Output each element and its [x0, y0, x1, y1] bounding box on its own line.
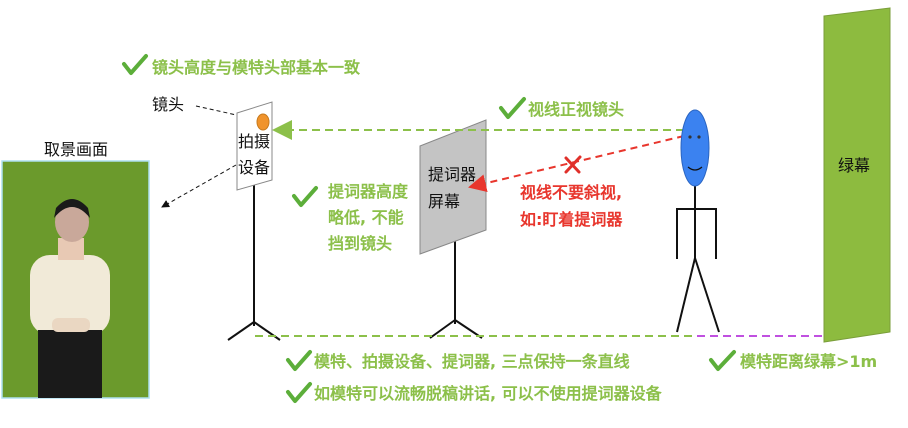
check-icon [286, 382, 312, 403]
cross-icon [564, 155, 582, 174]
note-prompter-height-3: 挡到镜头 [328, 234, 392, 253]
note-no-side-glance-2: 如:盯着提词器 [520, 210, 623, 229]
blurred-face [55, 202, 89, 242]
head-icon [680, 109, 710, 187]
check-icon [286, 350, 312, 371]
green-screen-label: 绿幕 [838, 156, 870, 175]
teleprompter: 提词器 屏幕 [419, 119, 487, 339]
check-icon [292, 186, 318, 207]
camera-label-2: 设备 [238, 158, 270, 177]
lens-label: 镜头 [152, 95, 184, 114]
camera-label-1: 拍摄 [238, 132, 270, 151]
viewfinder-label: 取景画面 [44, 140, 108, 159]
check-icon [709, 350, 736, 371]
note-eyes-on-lens: 视线正视镜头 [528, 100, 624, 119]
note-no-prompter: 如模特可以流畅脱稿讲话, 可以不使用提词器设备 [314, 384, 663, 403]
note-straight-line: 模特、拍摄设备、提词器, 三点保持一条直线 [314, 352, 630, 371]
lens-pointer-arrow [195, 105, 251, 121]
viewfinder-photo [1, 160, 150, 399]
note-prompter-height-1: 提词器高度 [328, 182, 409, 201]
prompter-label-1: 提词器 [428, 165, 476, 184]
prompter-label-2: 屏幕 [428, 192, 460, 211]
model-figure [676, 109, 720, 333]
note-distance: 模特距离绿幕>1m [740, 352, 877, 371]
lens-icon [256, 113, 270, 131]
green-screen [823, 7, 891, 343]
note-no-side-glance-1: 视线不要斜视, [520, 183, 622, 202]
note-camera-height: 镜头高度与模特头部基本一致 [152, 58, 361, 77]
check-icon [122, 54, 148, 75]
camera-device: 拍摄 设备 [227, 101, 281, 341]
check-icon [499, 97, 526, 119]
viewfinder-arrow [161, 164, 237, 208]
note-prompter-height-2: 略低, 不能 [328, 208, 404, 227]
